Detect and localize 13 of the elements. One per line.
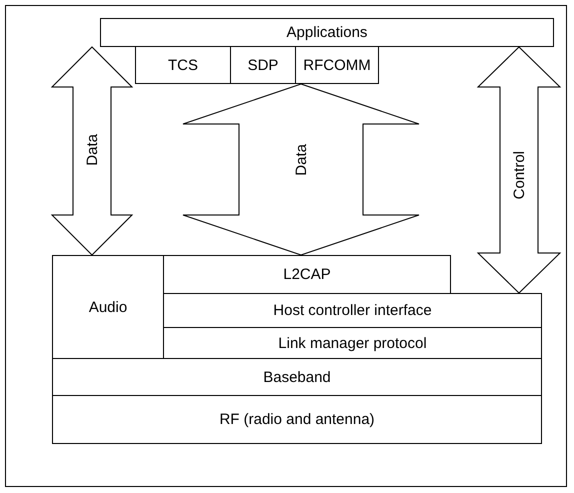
- layer-box: Baseband: [52, 358, 542, 396]
- edge-label: Control: [510, 151, 528, 200]
- layer-box: RFCOMM: [295, 46, 379, 84]
- layer-box: Applications: [100, 18, 554, 47]
- layer-box: RF (radio and antenna): [52, 395, 542, 444]
- layer-box: TCS: [135, 46, 231, 84]
- layer-box: Audio: [52, 255, 164, 359]
- edge-label: Data: [292, 144, 310, 176]
- edge-label: Data: [84, 134, 100, 166]
- layer-box: L2CAP: [163, 255, 451, 294]
- double-arrow: [182, 83, 420, 256]
- double-arrow: [50, 46, 134, 256]
- double-arrow: [476, 46, 562, 294]
